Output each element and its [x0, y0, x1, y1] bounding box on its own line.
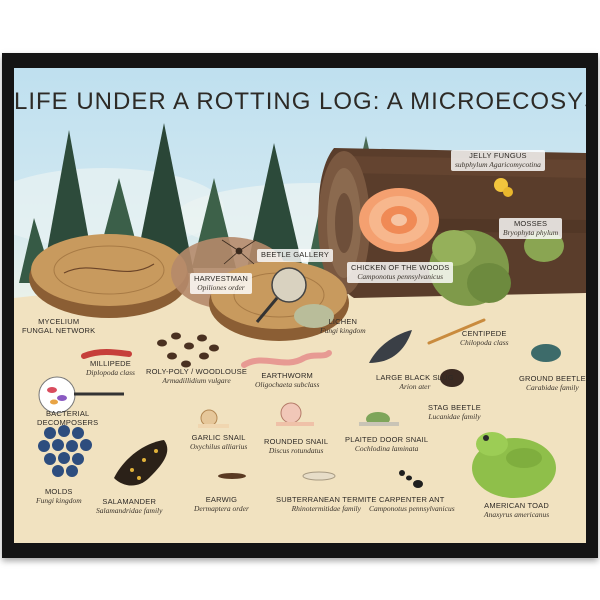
magnifying-glass [271, 267, 307, 303]
harvestman-figure [221, 239, 257, 265]
rotting-log-illustration [318, 148, 586, 298]
label-ground-beetle: GROUND BEETLE Carabidae family [519, 374, 586, 392]
chicken-of-the-woods-fungus [359, 188, 439, 252]
earwig-figure [218, 473, 246, 479]
label-subterranean-termite: SUBTERRANEAN TERMITE Rhinotermitidae fam… [276, 495, 377, 513]
poster-artwork [14, 123, 586, 543]
label-stag-beetle: STAG BEETLE Lucanidae family [428, 403, 481, 421]
label-rounded-snail: ROUNDED SNAIL Discus rotundatus [264, 437, 329, 455]
roly-poly-figures [157, 332, 219, 368]
earthworm-figure [241, 350, 332, 368]
label-large-black-slug: LARGE BLACK SLUG Arion ater [376, 373, 454, 391]
label-beetle-gallery: BEETLE GALLERY [257, 249, 334, 262]
toad-figure [472, 432, 556, 498]
molds-figure [38, 425, 92, 477]
label-mycelium: MYCELIUM FUNGAL NETWORK [22, 317, 96, 335]
salamander-figure [114, 440, 168, 486]
slug-figure [369, 330, 412, 363]
label-salamander: SALAMANDER Salamandridae family [96, 497, 163, 515]
label-molds: MOLDS Fungi kingdom [36, 487, 82, 505]
label-jelly-fungus: JELLY FUNGUS subphylum Agaricomycotina [451, 150, 545, 172]
label-lichen: LICHEN Fungi kingdom [320, 317, 366, 335]
label-american-toad: AMERICAN TOAD Anaxyrus americanus [484, 501, 550, 519]
centipede-figure [427, 318, 486, 345]
label-millipede: MILLIPEDE Diplopoda class [86, 359, 135, 377]
millipede-figure [81, 349, 132, 359]
wood-slices [29, 234, 349, 341]
poster: LIFE UNDER A ROTTING LOG: A MICROECOSYST… [14, 68, 586, 543]
poster-title: LIFE UNDER A ROTTING LOG: A MICROECOSYST… [14, 88, 586, 115]
termite-figure [302, 471, 336, 481]
label-earthworm: EARTHWORM Oligochaeta subclass [255, 371, 320, 389]
label-bacterial-decomposers: BACTERIAL DECOMPOSERS [37, 409, 99, 427]
lichen-patch [294, 304, 334, 328]
label-chicken-of-the-woods: CHICKEN OF THE WOODS Camponotus pennsylv… [347, 262, 454, 284]
stag-beetle-figure [440, 369, 464, 387]
label-roly-poly: ROLY-POLY / WOODLOUSE Armadillidium vulg… [146, 367, 248, 385]
label-garlic-snail: GARLIC SNAIL Oxychilus alliarius [190, 433, 248, 451]
ant-figure [399, 470, 423, 488]
label-mosses: MOSSES Bryophyta phylum [499, 218, 563, 240]
label-centipede: CENTIPEDE Chilopoda class [460, 329, 509, 347]
snail-figures [198, 402, 399, 428]
label-carpenter-ant: CARPENTER ANT Camponotus pennsylvanicus [369, 495, 455, 513]
bacteria-figure [38, 376, 124, 414]
ground-beetle-figure [531, 344, 561, 362]
label-harvestman: HARVESTMAN Opiliones order [190, 273, 252, 295]
label-earwig: EARWIG Dermaptera order [194, 495, 249, 513]
label-plaited-door-snail: PLAITED DOOR SNAIL Cochlodina laminata [345, 435, 429, 453]
